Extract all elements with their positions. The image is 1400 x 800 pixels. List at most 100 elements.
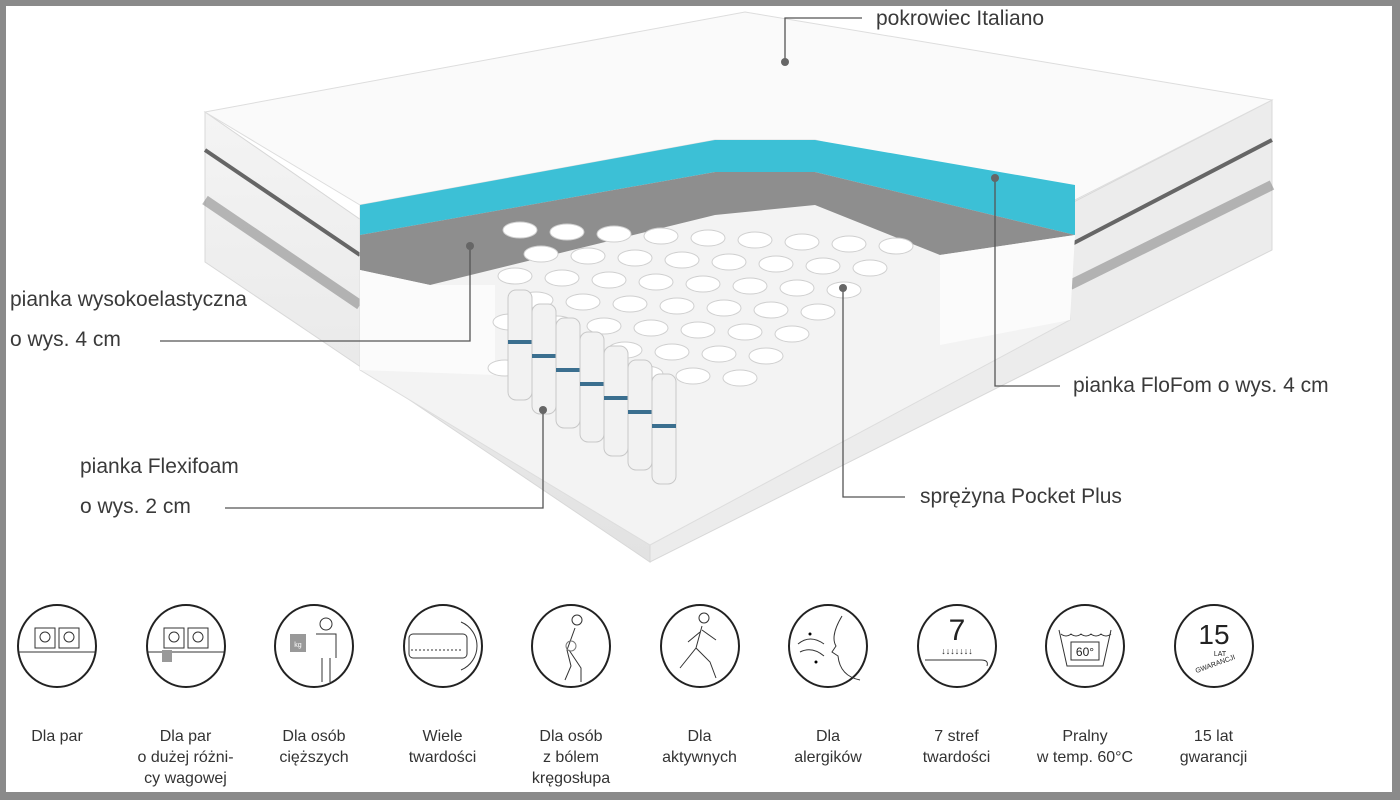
spring-top xyxy=(549,223,585,241)
svg-text:60°: 60° xyxy=(1076,645,1094,659)
spring-top xyxy=(878,237,914,255)
spring-top xyxy=(690,229,726,247)
heavy-person-icon: kg xyxy=(272,604,356,688)
feature-caption-line: o dużej różni- xyxy=(137,749,234,766)
feature-caption-line: 7 stref xyxy=(934,728,979,745)
spring-top xyxy=(680,321,716,339)
side-stripe xyxy=(203,148,362,257)
feature-caption-line: twardości xyxy=(922,749,991,766)
couple-weight-icon xyxy=(144,604,228,688)
back-pain-icon xyxy=(529,604,613,688)
spring-top xyxy=(544,269,580,287)
white-foam-wall xyxy=(940,235,1075,345)
feature-caption-line: 15 lat xyxy=(1193,728,1234,745)
side-stripe xyxy=(202,195,363,310)
spring-band xyxy=(580,382,604,386)
spring-top xyxy=(633,319,669,337)
runner-icon xyxy=(658,604,742,688)
feature-caption: 7 stref twardości xyxy=(892,726,1022,768)
spring-coil xyxy=(555,317,581,429)
spring-top xyxy=(586,317,622,335)
spring-top xyxy=(664,251,700,269)
allergy-icon xyxy=(786,604,870,688)
spring-top xyxy=(737,231,773,249)
spring-band xyxy=(556,368,580,372)
label-hr-foam: pianka wysokoelastyczna xyxy=(10,288,247,311)
feature-caption-line: kręgosłupa xyxy=(531,770,611,787)
spring-band xyxy=(532,354,556,358)
spring-top xyxy=(753,301,789,319)
svg-text:7: 7 xyxy=(948,614,965,647)
pointer-dot xyxy=(991,174,999,182)
spring-top xyxy=(779,279,815,297)
spring-top xyxy=(774,325,810,343)
side-stripe xyxy=(1069,138,1273,247)
spring-band xyxy=(604,396,628,400)
feature-caption-line: Dla osób xyxy=(539,728,603,745)
feature-caption-line: Dla xyxy=(687,728,712,745)
spring-coil xyxy=(531,303,557,415)
spring-top xyxy=(612,295,648,313)
feature-caption-line: cięższych xyxy=(279,749,349,766)
label-spring: sprężyna Pocket Plus xyxy=(920,485,1122,508)
svg-text:kg: kg xyxy=(294,642,302,649)
feature-caption-line: Pralny xyxy=(1062,728,1108,745)
label-flofom: pianka FloFom o wys. 4 cm xyxy=(1073,374,1329,397)
zones-icon: 7↓↓↓↓↓↓↓ xyxy=(915,604,999,688)
leader-line-flexifoam xyxy=(225,410,544,509)
spring-top xyxy=(758,255,794,273)
spring-top xyxy=(732,277,768,295)
feature-caption-line: alergików xyxy=(794,749,862,766)
spring-coil xyxy=(603,345,629,457)
label-flexifoam-height: o wys. 2 cm xyxy=(80,495,191,518)
feature-caption-line: Wiele xyxy=(422,728,463,745)
spring-top xyxy=(654,343,690,361)
feature-caption-line: Dla par xyxy=(31,728,83,745)
feature-caption: Dla aktywnych xyxy=(635,726,765,768)
spring-top xyxy=(748,347,784,365)
spring-top xyxy=(497,267,533,285)
feature-caption-line: twardości xyxy=(408,749,477,766)
pointer-dot xyxy=(839,284,847,292)
spring-top xyxy=(722,369,758,387)
spring-top xyxy=(711,253,747,271)
spring-band xyxy=(652,424,676,428)
label-hr-foam-height: o wys. 4 cm xyxy=(10,328,121,351)
rotate-mattress-icon xyxy=(401,604,485,688)
white-foam-wall xyxy=(360,270,495,375)
spring-top xyxy=(596,225,632,243)
spring-top xyxy=(805,257,841,275)
spring-top xyxy=(706,299,742,317)
leader-line-hr-foam xyxy=(160,246,471,342)
pointer-dot xyxy=(781,58,789,66)
wash-icon: 60° xyxy=(1043,604,1127,688)
label-cover: pokrowiec Italiano xyxy=(876,7,1045,30)
leader-line-cover xyxy=(784,17,862,62)
spring-top xyxy=(727,323,763,341)
spring-top xyxy=(800,303,836,321)
spring-top xyxy=(659,297,695,315)
spring-coil xyxy=(507,289,533,401)
spring-top xyxy=(701,345,737,363)
feature-caption: Wiele twardości xyxy=(378,726,508,768)
feature-caption-line: aktywnych xyxy=(662,749,737,766)
spring-top xyxy=(617,249,653,267)
feature-caption-line: Dla par xyxy=(159,728,212,745)
spring-top xyxy=(565,293,601,311)
pocket-springs xyxy=(487,221,914,485)
spring-top xyxy=(643,227,679,245)
spring-top xyxy=(784,233,820,251)
spring-top xyxy=(831,235,867,253)
feature-caption-line: z bólem xyxy=(542,749,600,766)
pointer-dot xyxy=(466,242,474,250)
pointer-dot xyxy=(539,406,547,414)
feature-caption: Dla par xyxy=(0,726,122,747)
spring-top xyxy=(591,271,627,289)
spring-top xyxy=(570,247,606,265)
spring-band xyxy=(628,410,652,414)
